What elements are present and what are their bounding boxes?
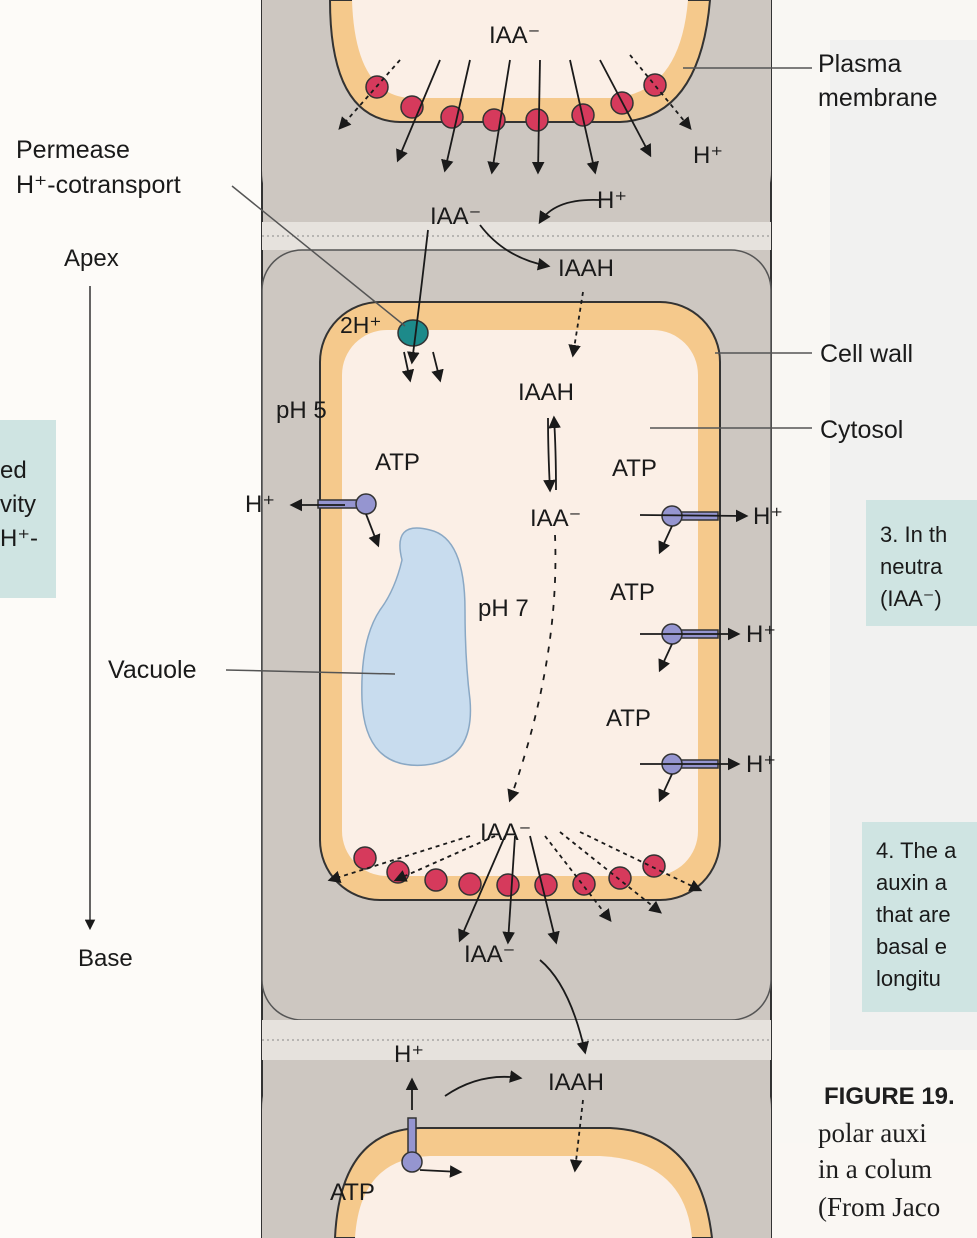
iaa-gap-bottom-label: IAA⁻ bbox=[464, 941, 515, 968]
step4-line1: 4. The a bbox=[876, 838, 957, 863]
step4-line3: that are bbox=[876, 902, 951, 927]
h-left-label: H⁺ bbox=[245, 491, 275, 518]
caption-line2: polar auxi bbox=[818, 1118, 927, 1148]
efflux-carrier-icon bbox=[354, 847, 376, 869]
efflux-carrier-icon bbox=[459, 873, 481, 895]
right-panel-step4: 4. The a auxin a that are basal e longit… bbox=[862, 822, 977, 1012]
left-panel-line2: vity bbox=[0, 491, 36, 518]
left-panel-line1: ed bbox=[0, 457, 27, 484]
iaa-top-label: IAA⁻ bbox=[489, 22, 540, 49]
vacuole-label: Vacuole bbox=[108, 656, 197, 684]
efflux-carrier-icon bbox=[497, 874, 519, 896]
atp-bottom-label: ATP bbox=[330, 1179, 375, 1206]
iaa-gap-top-label: IAA⁻ bbox=[430, 203, 481, 230]
iaa-bottom-cell-label: IAA⁻ bbox=[480, 819, 531, 846]
step4-line2: auxin a bbox=[876, 870, 948, 895]
caption-line1: FIGURE 19. bbox=[824, 1083, 955, 1110]
efflux-carrier-icon bbox=[526, 109, 548, 131]
permease-label-2: H⁺-cotransport bbox=[16, 171, 181, 199]
step4-line5: longitu bbox=[876, 966, 941, 991]
step3-line1: 3. In th bbox=[880, 522, 947, 547]
h-right-2-label: H⁺ bbox=[746, 621, 776, 648]
iaah-gap-top-label: IAAH bbox=[558, 255, 614, 282]
efflux-carrier-icon bbox=[609, 867, 631, 889]
h-gap-top-label: H⁺ bbox=[597, 187, 627, 214]
efflux-carrier-icon bbox=[425, 869, 447, 891]
plasma-membrane-label-2: membrane bbox=[818, 84, 938, 112]
atp-right-1-label: ATP bbox=[612, 455, 657, 482]
h-top-right-label: H⁺ bbox=[693, 142, 723, 169]
caption-line4: (From Jaco bbox=[818, 1192, 940, 1222]
right-panel-step3: 3. In th neutra (IAA⁻) bbox=[866, 500, 977, 626]
efflux-carrier-icon bbox=[643, 855, 665, 877]
h-right-3-label: H⁺ bbox=[746, 751, 776, 778]
iaa-cytosol-label: IAA⁻ bbox=[530, 505, 581, 532]
permease-label-1: Permease bbox=[16, 136, 130, 164]
ph7-label: pH 7 bbox=[478, 595, 529, 622]
lower-cell bbox=[262, 1060, 771, 1238]
cell-wall-label: Cell wall bbox=[820, 340, 913, 368]
ph5-label: pH 5 bbox=[276, 397, 327, 424]
atp-right-2-label: ATP bbox=[610, 579, 655, 606]
h-right-1-label: H⁺ bbox=[753, 503, 783, 530]
atp-right-3-label: ATP bbox=[606, 705, 651, 732]
efflux-carrier-icon bbox=[644, 74, 666, 96]
atpase-pump-icon bbox=[356, 494, 376, 514]
apex-label: Apex bbox=[64, 245, 119, 272]
step3-line2: neutra bbox=[880, 554, 943, 579]
base-label: Base bbox=[78, 945, 133, 972]
cytosol-label: Cytosol bbox=[820, 416, 903, 444]
left-side-panel: ed vity H⁺- bbox=[0, 420, 56, 598]
atpase-pump-icon bbox=[402, 1152, 422, 1172]
step4-line4: basal e bbox=[876, 934, 947, 959]
plasma-membrane-label-1: Plasma bbox=[818, 50, 901, 78]
h-gap-bottom-label: H⁺ bbox=[394, 1041, 424, 1068]
atp-left-label: ATP bbox=[375, 449, 420, 476]
efflux-carrier-icon bbox=[535, 874, 557, 896]
step3-line3: (IAA⁻) bbox=[880, 586, 942, 611]
two-h-label: 2H⁺ bbox=[340, 312, 382, 338]
iaah-gap-bottom-label: IAAH bbox=[548, 1069, 604, 1096]
left-panel-line3: H⁺- bbox=[0, 525, 38, 552]
iaah-cytosol-label: IAAH bbox=[518, 379, 574, 406]
caption-line3: in a colum bbox=[818, 1154, 932, 1184]
